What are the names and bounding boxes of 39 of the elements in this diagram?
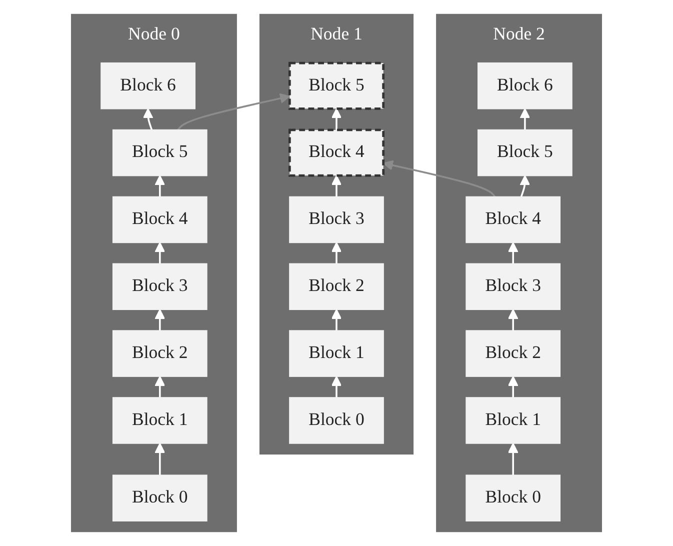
arrow [508,242,518,264]
node-box: Block 3 [289,196,384,244]
arrow [520,108,530,130]
node-box: Block 0 [112,474,208,522]
arrow [331,108,342,130]
node-box: Block 0 [466,474,561,522]
arrow [331,308,342,331]
node-box: Block 4 [466,196,561,244]
node-box: Block 5 [112,129,208,176]
arrow [508,442,518,476]
arrow [382,160,496,198]
node-box: Block 2 [289,263,384,310]
arrow [154,308,166,331]
arrow [154,442,166,476]
node-box: Block 6 [478,62,572,110]
arrow [154,242,166,264]
arrow [177,93,290,131]
node-box: Block 4 [288,128,385,177]
arrow [508,308,518,331]
arrow [331,242,342,264]
arrow [331,175,342,197]
node-box: Block 5 [288,62,385,110]
node-box: Block 0 [289,397,384,444]
node-box: Block 4 [112,196,208,244]
node-box: Block 3 [466,263,561,310]
arrow [142,108,154,130]
arrow [154,175,166,197]
arrow [331,376,342,398]
node-box: Block 1 [466,397,561,444]
node-box: Block 1 [289,330,384,377]
node-box: Block 1 [112,397,208,444]
arrow [154,376,166,398]
node-box: Block 2 [466,330,561,377]
node-box: Block 6 [100,62,196,110]
node-box: Block 3 [112,263,208,310]
node-box: Block 5 [478,129,572,176]
arrow [508,376,518,398]
node-box: Block 2 [112,330,208,377]
arrow [520,175,530,198]
